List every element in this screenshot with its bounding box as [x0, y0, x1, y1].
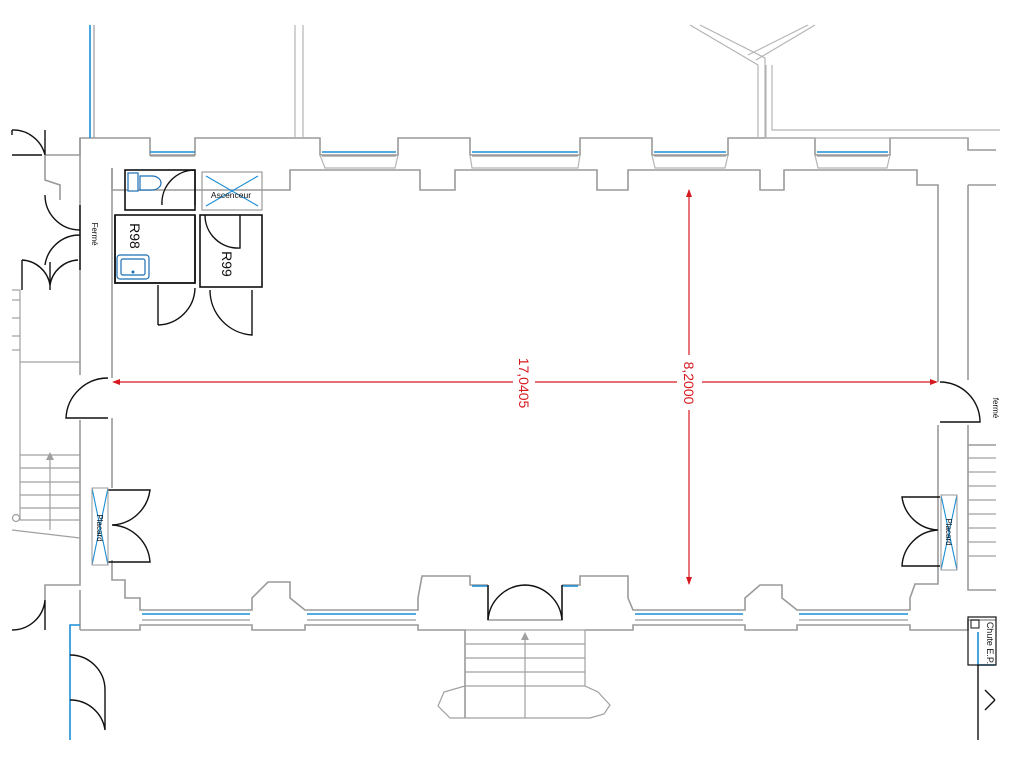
label-placard-right: Placard [944, 518, 953, 545]
label-placard-left: Placard [95, 514, 104, 541]
service-rooms [114, 169, 263, 288]
dimension-lines [112, 189, 938, 585]
label-ascenceur: Ascenceur [211, 190, 251, 200]
horizontal-arrow-right [930, 379, 938, 385]
placard-marks [91, 487, 958, 571]
vertical-arrow-top [686, 189, 692, 197]
dimension-horizontal-value: 17,0405 [516, 358, 532, 409]
label-r98: R98 [127, 223, 143, 249]
text-labels: Ascenceur R98 R99 Fermé fermé Placard Pl… [90, 190, 1000, 664]
top-shafts [89, 24, 1000, 139]
right-stair [968, 457, 996, 557]
label-ferme-right: fermé [991, 398, 1000, 419]
vertical-arrow-bottom [686, 577, 692, 585]
dimension-vertical-value: 8,2000 [681, 362, 697, 405]
chute-box [967, 616, 997, 666]
left-stair [11, 289, 81, 539]
label-ferme-left: Fermé [90, 222, 99, 246]
label-chute: Chute E.P. [985, 622, 995, 664]
entrance-stair [437, 585, 611, 719]
windows-bottom [69, 585, 995, 740]
doors [11, 129, 996, 740]
label-r99: R99 [219, 251, 235, 277]
outer-walls [44, 137, 996, 718]
horizontal-arrow-left [112, 379, 120, 385]
windows-top [150, 151, 891, 169]
